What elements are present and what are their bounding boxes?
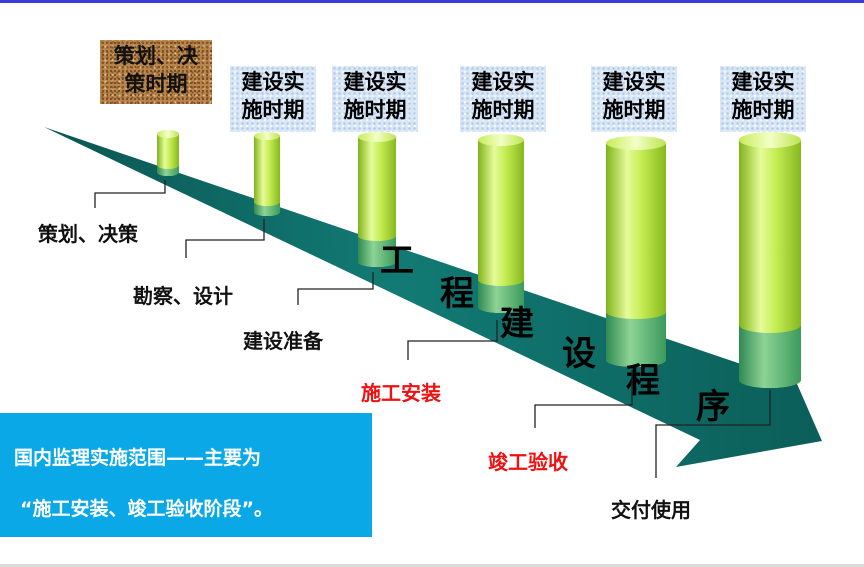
period-box-build-line1: 建设实: [471, 70, 535, 94]
cylinder-2: [254, 132, 280, 216]
top-border-line: [0, 0, 864, 3]
leader-line-1: [94, 180, 166, 208]
arrow-char-4: 设: [562, 334, 596, 374]
arrow-char-6: 序: [696, 387, 730, 427]
phase-label-survey-design: 勘察、设计: [133, 284, 233, 308]
period-box-build-line2: 施时期: [471, 98, 535, 122]
phase-label-planning: 策划、决策: [38, 222, 138, 246]
period-box-build-line2: 施时期: [241, 98, 305, 122]
leader-line-3: [297, 272, 374, 305]
cylinder-5: [606, 136, 666, 367]
period-box-build-3: 建设实 施时期: [460, 66, 546, 132]
note-line-2: “施工安装、竣工验收阶段”。: [20, 498, 273, 520]
period-box-build-line1: 建设实: [602, 70, 666, 94]
arrow-char-5: 程: [626, 361, 660, 401]
period-box-build-line2: 施时期: [602, 98, 666, 122]
arrow-char-2: 程: [440, 274, 474, 314]
note-line-1: 国内监理实施范围——主要为: [14, 447, 262, 469]
period-box-build-2: 建设实 施时期: [332, 66, 418, 132]
leader-line-6: [655, 390, 771, 478]
period-box-build-line1: 建设实: [241, 70, 305, 94]
period-box-plan: 策划、决 策时期: [100, 40, 212, 104]
phase-label-preparation: 建设准备: [243, 329, 323, 353]
leader-line-5: [534, 370, 633, 428]
period-box-build-line2: 施时期: [343, 98, 407, 122]
leader-line-2: [185, 219, 265, 258]
arrow-char-3: 建: [500, 304, 534, 344]
cylinder-1: [157, 130, 179, 176]
phase-label-delivery: 交付使用: [611, 498, 691, 522]
program-arrow: [44, 127, 822, 467]
period-box-build-line2: 施时期: [731, 98, 795, 122]
cylinder-3: [358, 132, 396, 267]
period-box-build-4: 建设实 施时期: [591, 66, 677, 132]
period-box-build-1: 建设实 施时期: [230, 66, 316, 132]
period-box-plan-line1: 策划、决: [114, 44, 198, 68]
arrow-char-1: 工: [380, 241, 414, 281]
leader-line-4: [407, 320, 498, 360]
cylinder-6: [739, 132, 801, 388]
bottom-border-line: [0, 564, 864, 567]
cylinder-4: [478, 134, 524, 313]
phase-label-acceptance: 竣工验收: [488, 450, 568, 474]
supervision-scope-note: 国内监理实施范围——主要为 “施工安装、竣工验收阶段”。: [0, 413, 372, 537]
period-box-build-5: 建设实 施时期: [720, 66, 806, 132]
period-box-plan-line2: 策时期: [124, 72, 188, 96]
phase-label-construction: 施工安装: [361, 381, 441, 405]
period-box-build-line1: 建设实: [731, 70, 795, 94]
period-box-build-line1: 建设实: [343, 70, 407, 94]
